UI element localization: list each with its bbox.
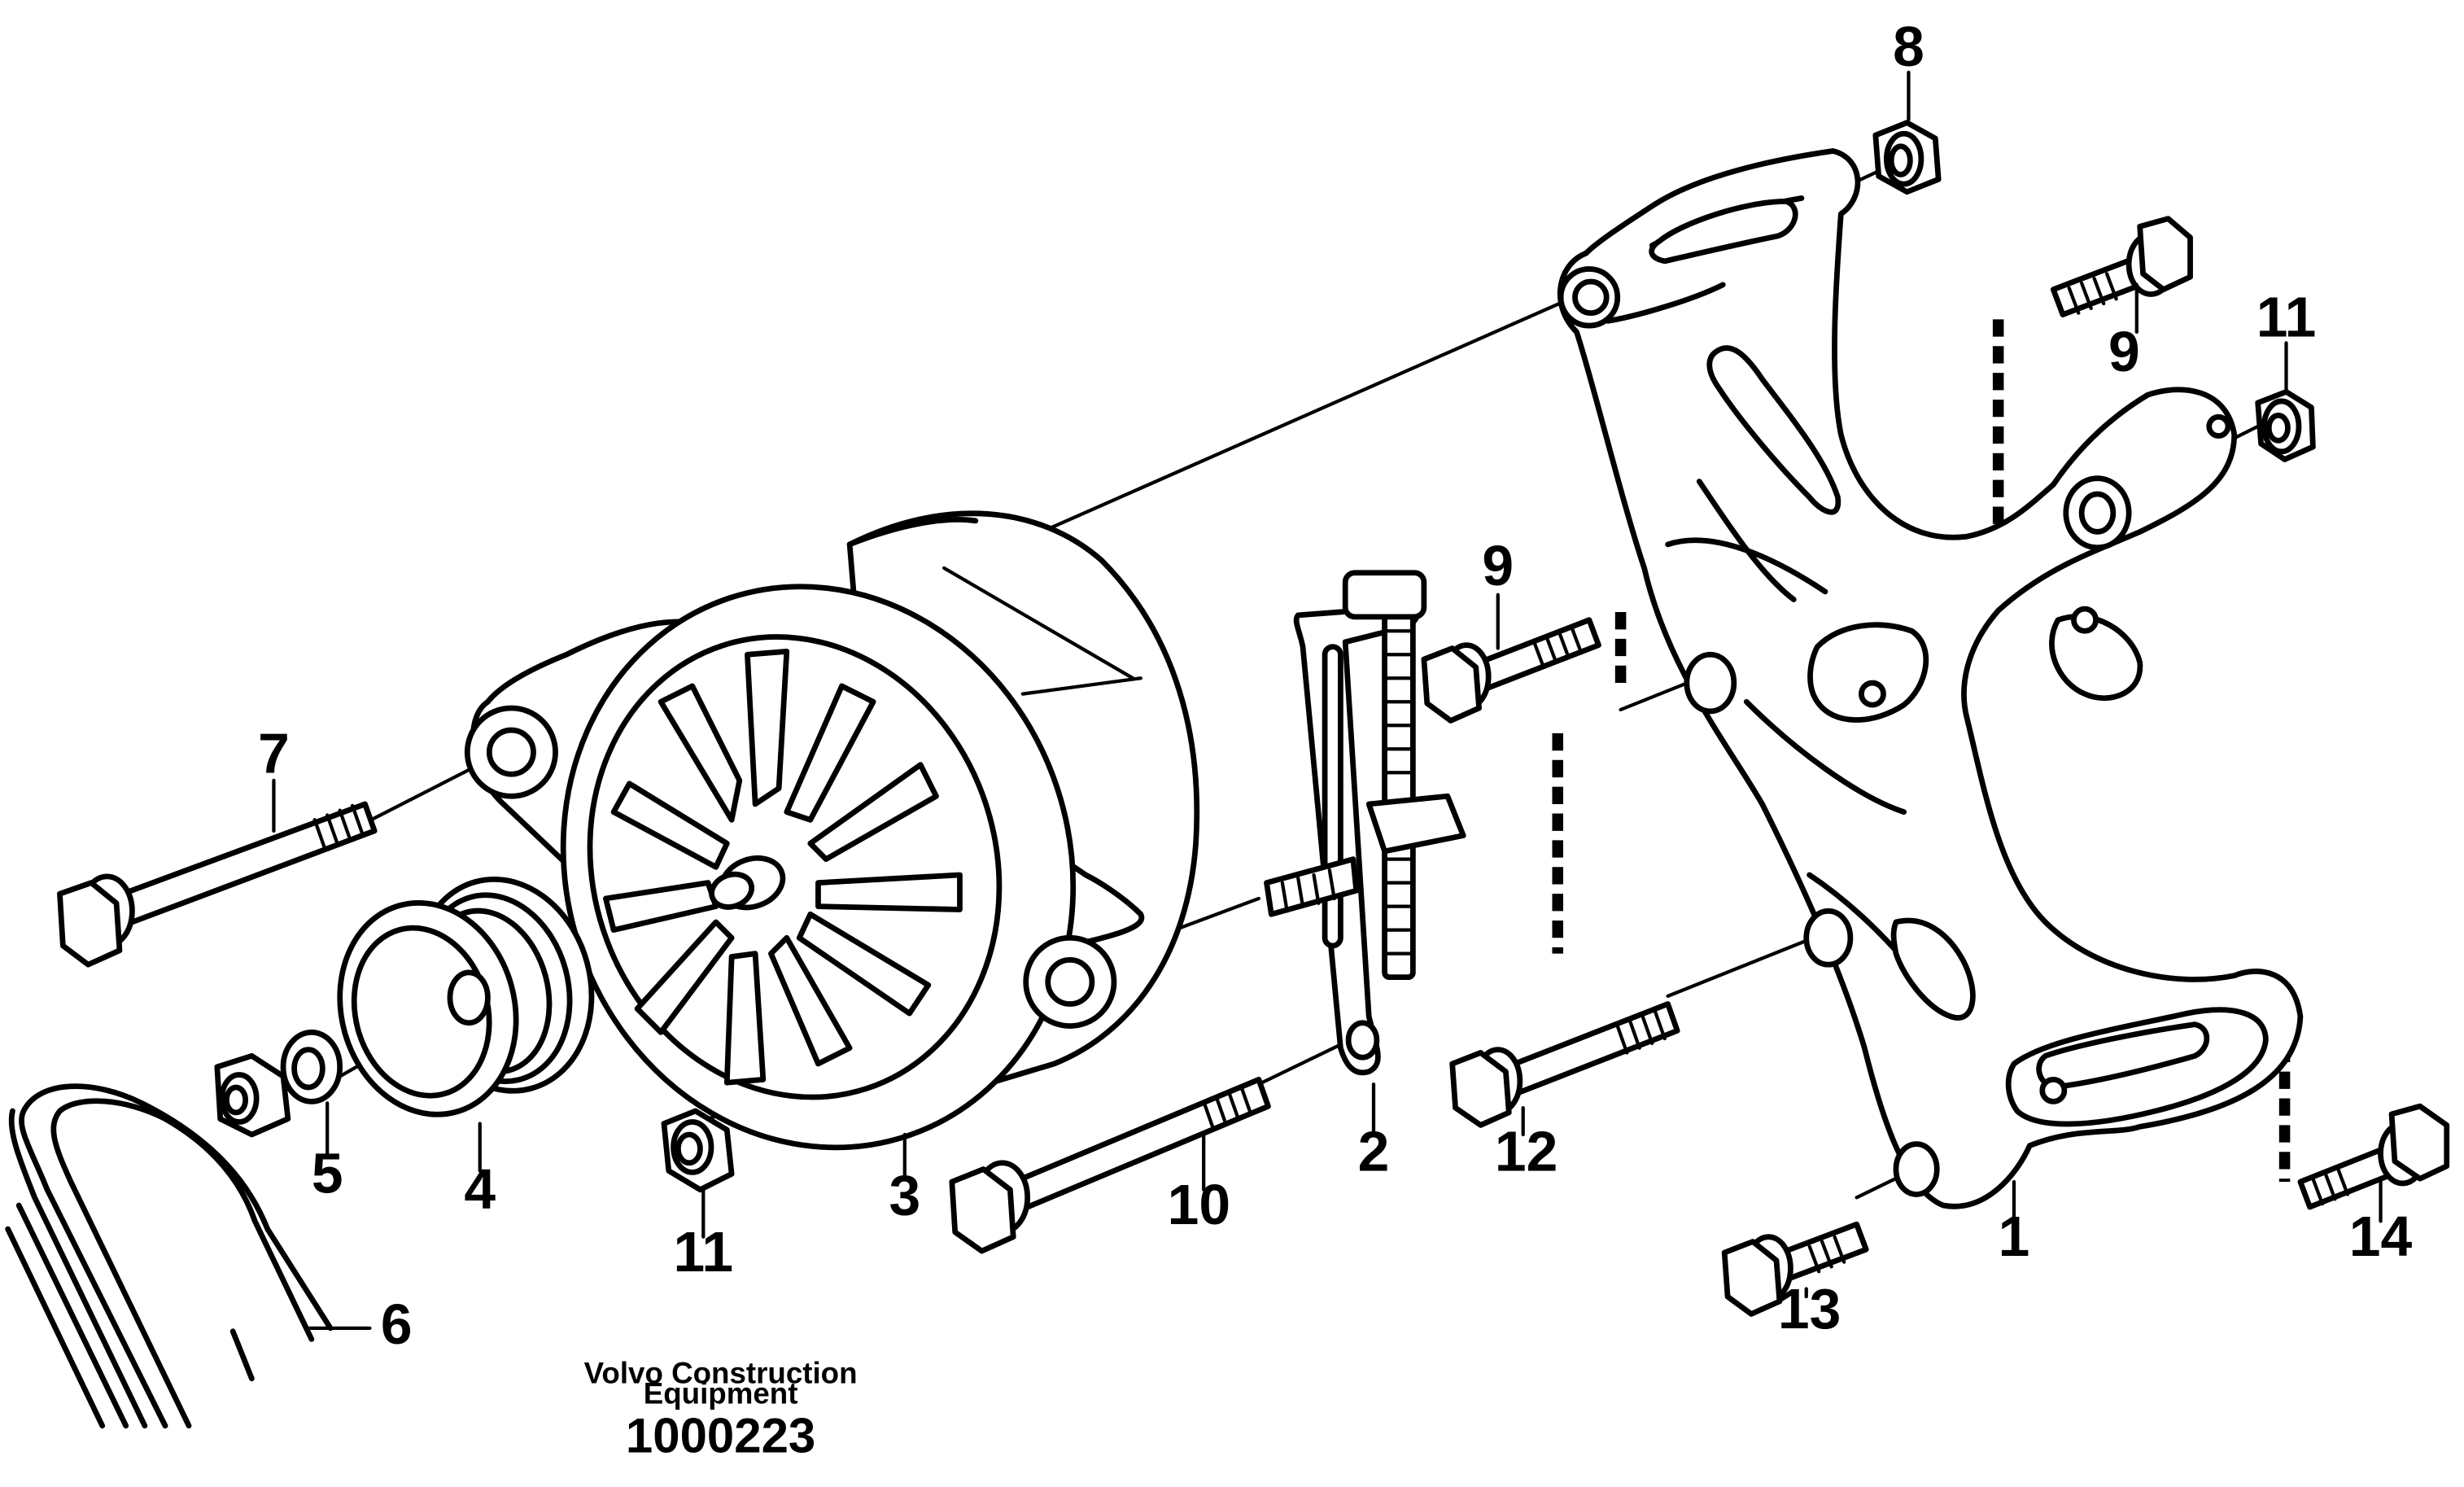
pulley-part-4	[337, 876, 595, 1117]
callout-1: 1	[1999, 1205, 2030, 1268]
nut-part-11-right	[2255, 388, 2316, 462]
dashed-guide-lines	[1552, 319, 2291, 1183]
callout-14: 14	[2349, 1205, 2413, 1268]
figure-credit: Volvo Construction Equipment 1000223	[584, 1357, 858, 1463]
bolt-part-9-mid	[1421, 617, 1601, 724]
callout-5: 5	[312, 1142, 343, 1205]
callout-9-top: 9	[2108, 320, 2140, 383]
nut-part-11-left	[661, 1108, 735, 1193]
callout-2: 2	[1358, 1119, 1390, 1183]
alternator-fan-blades	[603, 649, 963, 1086]
callout-3: 3	[889, 1164, 920, 1227]
callout-13: 13	[1778, 1277, 1841, 1340]
callout-10: 10	[1168, 1173, 1230, 1236]
leader-lines	[272, 70, 2383, 1330]
credit-line-2: Equipment	[644, 1377, 798, 1410]
nut-left	[214, 1052, 291, 1138]
bracket-part-1	[1557, 148, 2304, 1209]
washer-part-5	[280, 1029, 343, 1104]
callout-4: 4	[464, 1157, 496, 1221]
nut-part-8	[1872, 120, 1942, 195]
callout-9-mid: 9	[1482, 534, 1514, 597]
callout-7: 7	[258, 721, 290, 785]
figure-number: 1000223	[626, 1409, 815, 1463]
callout-11-left: 11	[674, 1220, 734, 1284]
callout-8: 8	[1893, 15, 1924, 78]
callout-labels: 1 2 3 4 5 6 7 8 9 9 10 11 11 12 13 14	[258, 15, 2412, 1356]
bolt-part-7	[57, 801, 378, 968]
bolt-part-13	[1721, 1221, 1869, 1317]
belt-part-6	[5, 1083, 334, 1429]
tension-bracket-part-2	[1264, 570, 1466, 1076]
credit-line-1: Volvo Construction	[584, 1357, 858, 1390]
bolt-part-14	[2297, 1103, 2450, 1210]
bolt-part-10	[949, 1076, 1271, 1254]
alternator-part-3	[464, 510, 1200, 1151]
bolt-part-12	[1449, 1001, 1680, 1128]
callout-11-right: 11	[2256, 286, 2317, 349]
callout-12: 12	[1495, 1119, 1557, 1183]
callout-6: 6	[381, 1292, 413, 1356]
threaded-rod-thread	[1383, 629, 1415, 956]
bolt-part-9-top	[2050, 216, 2193, 317]
